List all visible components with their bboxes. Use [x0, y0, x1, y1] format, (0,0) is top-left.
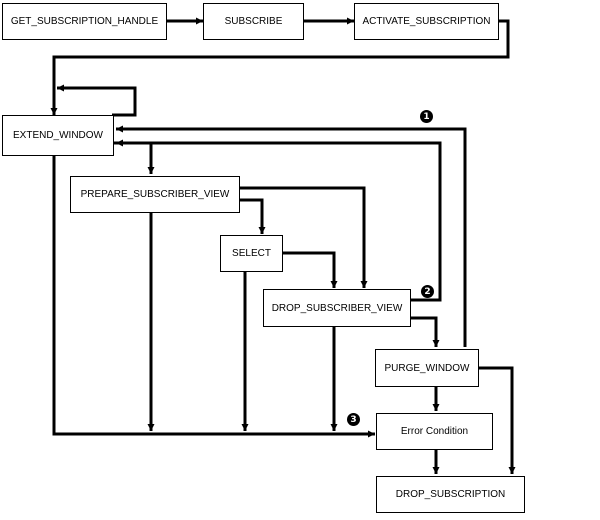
node-error-condition: Error Condition [376, 413, 493, 450]
node-drop-subscriber-view: DROP_SUBSCRIBER_VIEW [263, 289, 411, 327]
arrow-activate-to-extend [50, 19, 510, 115]
node-label: DROP_SUBSCRIBER_VIEW [271, 302, 403, 314]
callout-1: 1 [420, 110, 433, 123]
node-label: SELECT [232, 248, 271, 259]
callout-2: 2 [421, 285, 434, 298]
node-label: DROP_SUBSCRIPTION [395, 489, 506, 500]
node-purge-window: PURGE_WINDOW [375, 349, 479, 387]
node-get-subscription-handle: GET_SUBSCRIPTION_HANDLE [2, 3, 167, 40]
arrow-prepare-to-drop-view [240, 186, 368, 288]
node-label: ACTIVATE_SUBSCRIPTION [362, 16, 491, 27]
arrow-purge-to-drop-subscription [479, 366, 516, 474]
arrow-drop-view-to-extend [116, 139, 442, 302]
node-label: PREPARE_SUBSCRIBER_VIEW [80, 189, 230, 200]
node-label: GET_SUBSCRIPTION_HANDLE [10, 16, 159, 27]
node-label: EXTEND_WINDOW [13, 130, 103, 141]
arrow-extend-to-error [52, 156, 375, 438]
arrow-select-to-drop-view [283, 251, 338, 288]
node-activate-subscription: ACTIVATE_SUBSCRIPTION [354, 3, 499, 40]
node-label: PURGE_WINDOW [384, 362, 470, 374]
arrow-purge-to-extend [116, 125, 467, 347]
callout-3: 3 [347, 413, 360, 426]
node-label: Error Condition [400, 426, 469, 437]
arrow-drop-view-to-purge [411, 316, 440, 347]
node-label: SUBSCRIBE [224, 16, 283, 27]
node-extend-window: EXTEND_WINDOW [2, 115, 114, 156]
node-drop-subscription: DROP_SUBSCRIPTION [376, 476, 525, 513]
arrow-extend-to-prepare [110, 141, 155, 174]
arrow-prepare-to-select [240, 198, 266, 234]
node-select: SELECT [220, 235, 283, 272]
node-prepare-subscriber-view: PREPARE_SUBSCRIBER_VIEW [70, 176, 240, 213]
node-subscribe: SUBSCRIBE [203, 3, 304, 40]
arrow-extend-loop [57, 84, 137, 117]
